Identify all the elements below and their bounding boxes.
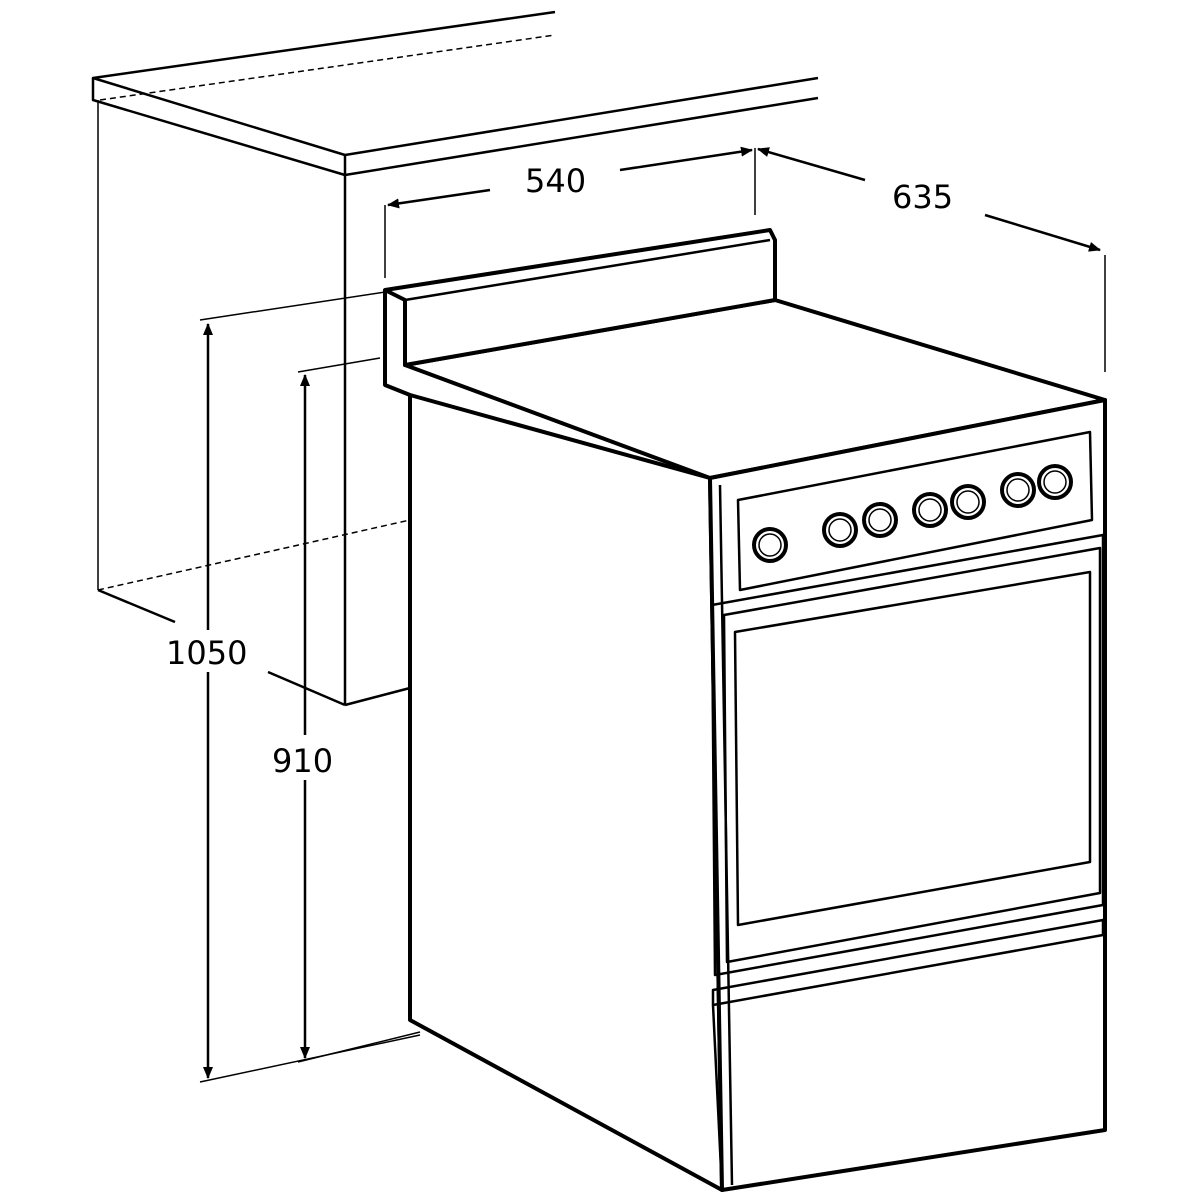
control-knob (950, 484, 986, 520)
worktop-cabinet (91, 10, 819, 707)
depth-dimension: 635 (757, 147, 1106, 372)
oven-window (733, 570, 1092, 927)
control-knob (822, 512, 858, 548)
storage-drawer (711, 918, 1105, 1191)
width-label: 540 (525, 162, 586, 200)
oven-door (710, 533, 1105, 977)
total-height-dimension: 1050 (166, 291, 421, 1083)
cooker (383, 228, 1107, 1192)
worktop-height-label: 910 (272, 742, 333, 780)
control-knob (862, 502, 898, 538)
depth-label: 635 (892, 178, 953, 216)
total-height-label: 1050 (166, 634, 247, 672)
control-knob (912, 492, 948, 528)
control-knob (752, 527, 788, 563)
worktop-height-dimension: 910 (272, 357, 421, 1063)
control-knob (1000, 472, 1036, 508)
width-dimension: 540 (384, 146, 756, 278)
control-panel (736, 430, 1094, 592)
control-knob (1037, 464, 1073, 500)
